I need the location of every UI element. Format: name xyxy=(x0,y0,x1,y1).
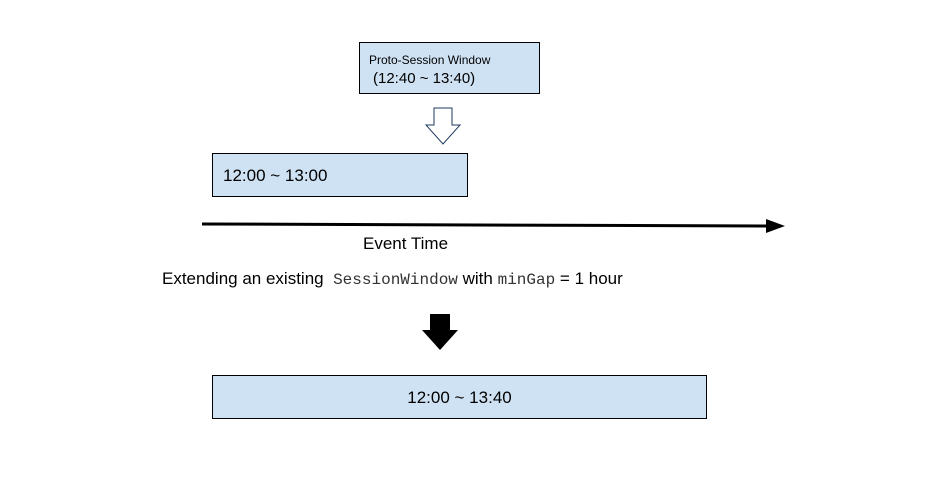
merged-session-window-range: 12:00 ~ 13:40 xyxy=(407,388,512,407)
caption-middle: with xyxy=(457,269,498,288)
proto-session-window-box: Proto-Session Window (12:40 ~ 13:40) xyxy=(359,42,540,94)
caption-code-session-window: SessionWindow xyxy=(333,271,458,289)
proto-session-window-range: (12:40 ~ 13:40) xyxy=(373,70,476,87)
event-time-axis-label: Event Time xyxy=(363,234,449,253)
existing-session-window-range: 12:00 ~ 13:00 xyxy=(223,166,328,185)
proto-session-window-title: Proto-Session Window xyxy=(369,53,491,67)
caption-code-min-gap: minGap xyxy=(497,271,556,289)
diagram-caption: Extending an existing SessionWindow with… xyxy=(162,268,623,291)
existing-session-window-box: 12:00 ~ 13:00 xyxy=(212,153,468,197)
merged-session-window-box: 12:00 ~ 13:40 xyxy=(212,375,707,419)
caption-prefix: Extending an existing xyxy=(162,269,329,288)
caption-suffix: = 1 hour xyxy=(555,269,623,288)
